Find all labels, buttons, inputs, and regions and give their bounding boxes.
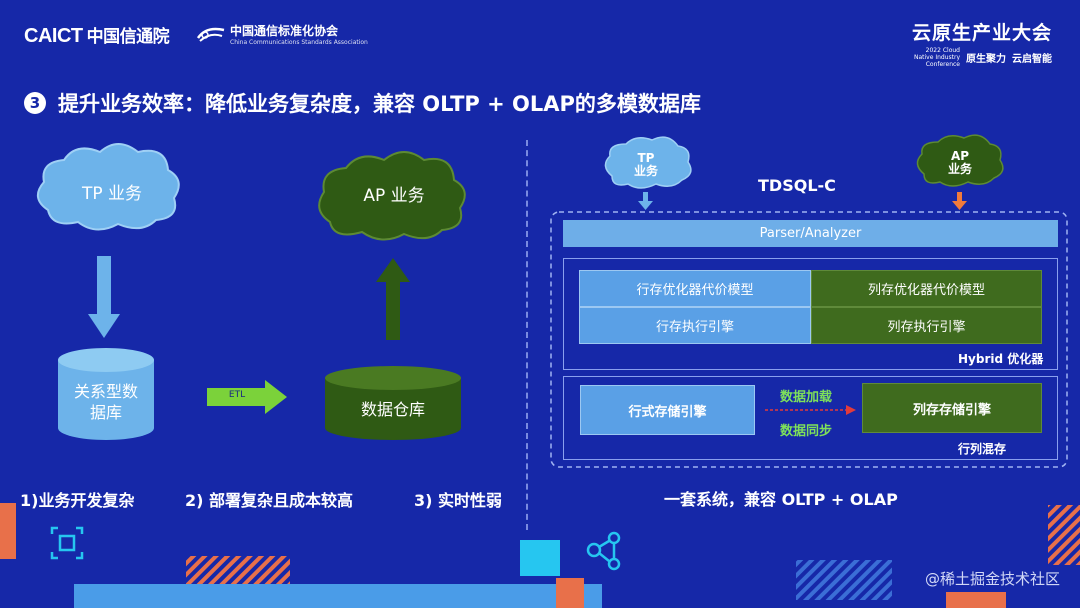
col-executor-cell: 列存执行引擎 bbox=[811, 307, 1042, 344]
ap-business-label: AP 业务 bbox=[363, 185, 425, 206]
ap-cloud-shape bbox=[318, 151, 466, 241]
decorative-stripes-right bbox=[796, 560, 892, 600]
data-sync-label: 数据同步 bbox=[780, 424, 833, 439]
relational-db-label-line2: 据库 bbox=[89, 403, 122, 422]
tp-small-cloud-label: TP 业务 bbox=[616, 148, 676, 182]
col-optimizer-cell: 列存优化器代价模型 bbox=[811, 270, 1042, 307]
warehouse-label: 数据仓库 bbox=[360, 399, 425, 419]
decorative-block-orange bbox=[0, 503, 16, 559]
etl-label: ETL bbox=[228, 390, 246, 400]
relational-db-label-line1: 关系型数 bbox=[73, 382, 138, 402]
slide-number-badge: 3 bbox=[24, 92, 46, 114]
tp-business-label: TP 业务 bbox=[81, 183, 143, 204]
decorative-bar-orange bbox=[946, 592, 1006, 608]
network-nodes-icon bbox=[586, 531, 621, 571]
conference-title: 云原生产业大会 bbox=[911, 22, 1052, 44]
decorative-bar-bottom bbox=[74, 584, 602, 608]
conference-slogan-1: 原生聚力 bbox=[966, 54, 1006, 65]
system-name: TDSQL-C bbox=[758, 176, 836, 195]
tp-to-db-arrow bbox=[88, 256, 120, 338]
pain-point-2: 2) 部署复杂且成本较高 bbox=[185, 491, 354, 510]
slide-title-row: 3 提升业务效率：降低业务复杂度，兼容 OLTP + OLAP的多模数据库 bbox=[24, 88, 701, 118]
caict-logo-cn: 中国信通院 bbox=[86, 27, 170, 47]
caict-logo-text: CAICT bbox=[24, 25, 83, 47]
ccsa-emblem-icon bbox=[196, 27, 225, 42]
ap-small-cloud-label: AP 业务 bbox=[928, 146, 992, 180]
hybrid-optimizer-label: Hybrid 优化器 bbox=[958, 352, 1044, 366]
ccsa-logo: 中国通信标准化协会 China Communications Standards… bbox=[196, 22, 368, 46]
decorative-stripes-edge bbox=[1048, 505, 1080, 565]
row-storage-cell: 行式存储引擎 bbox=[580, 385, 755, 435]
storage-panel bbox=[563, 376, 1058, 460]
tdsql-system-frame bbox=[550, 211, 1068, 468]
conference-en: 2022 Cloud Native Industry Conference bbox=[913, 47, 960, 68]
pain-point-1: 1)业务开发复杂 bbox=[20, 491, 135, 510]
ap-input-arrow bbox=[952, 192, 967, 210]
tp-cloud-small-shape bbox=[604, 136, 692, 189]
warehouse-to-ap-arrow bbox=[376, 258, 410, 340]
pain-point-3: 3) 实时性弱 bbox=[414, 491, 503, 510]
decorative-square-cyan bbox=[520, 540, 560, 576]
data-load-label: 数据加载 bbox=[780, 390, 833, 405]
relational-db-label: 关系型数 据库 bbox=[58, 378, 154, 428]
watermark: @稀土掘金技术社区 bbox=[924, 570, 1060, 588]
etl-arrow bbox=[207, 380, 287, 414]
ap-small-cloud-line2: 业务 bbox=[947, 162, 972, 176]
row-executor-cell: 行存执行引擎 bbox=[579, 307, 811, 344]
parser-analyzer-bar: Parser/Analyzer bbox=[563, 220, 1058, 247]
conference-slogan-2: 云启智能 bbox=[1012, 54, 1052, 65]
summary-text: 一套系统，兼容 OLTP + OLAP bbox=[664, 490, 898, 509]
col-storage-cell: 列存存储引擎 bbox=[862, 383, 1042, 433]
decorative-square-orange bbox=[556, 578, 584, 608]
row-optimizer-cell: 行存优化器代价模型 bbox=[579, 270, 811, 307]
frame-scan-icon bbox=[50, 526, 84, 560]
tp-input-arrow bbox=[638, 192, 653, 210]
ap-cloud-small-shape bbox=[916, 134, 1004, 187]
warehouse-cylinder bbox=[325, 366, 461, 440]
ccsa-logo-en: China Communications Standards Associati… bbox=[230, 39, 368, 46]
ap-small-cloud-line1: AP bbox=[950, 148, 970, 163]
tp-cloud-shape bbox=[37, 143, 180, 231]
decorative-stripes-left bbox=[186, 556, 290, 584]
slide-title: 提升业务效率：降低业务复杂度，兼容 OLTP + OLAP的多模数据库 bbox=[58, 92, 701, 116]
ccsa-logo-cn: 中国通信标准化协会 bbox=[230, 24, 339, 38]
section-divider bbox=[526, 140, 528, 530]
conference-logo: 云原生产业大会 2022 Cloud Native Industry Confe… bbox=[912, 18, 1052, 68]
optimizer-panel bbox=[563, 258, 1058, 370]
data-sync-arrow bbox=[765, 405, 856, 415]
tp-small-cloud-line2: 业务 bbox=[633, 164, 658, 178]
mixed-storage-label: 行列混存 bbox=[958, 442, 1007, 456]
relational-db-cylinder bbox=[58, 348, 154, 440]
tp-small-cloud-line1: TP bbox=[637, 150, 655, 165]
